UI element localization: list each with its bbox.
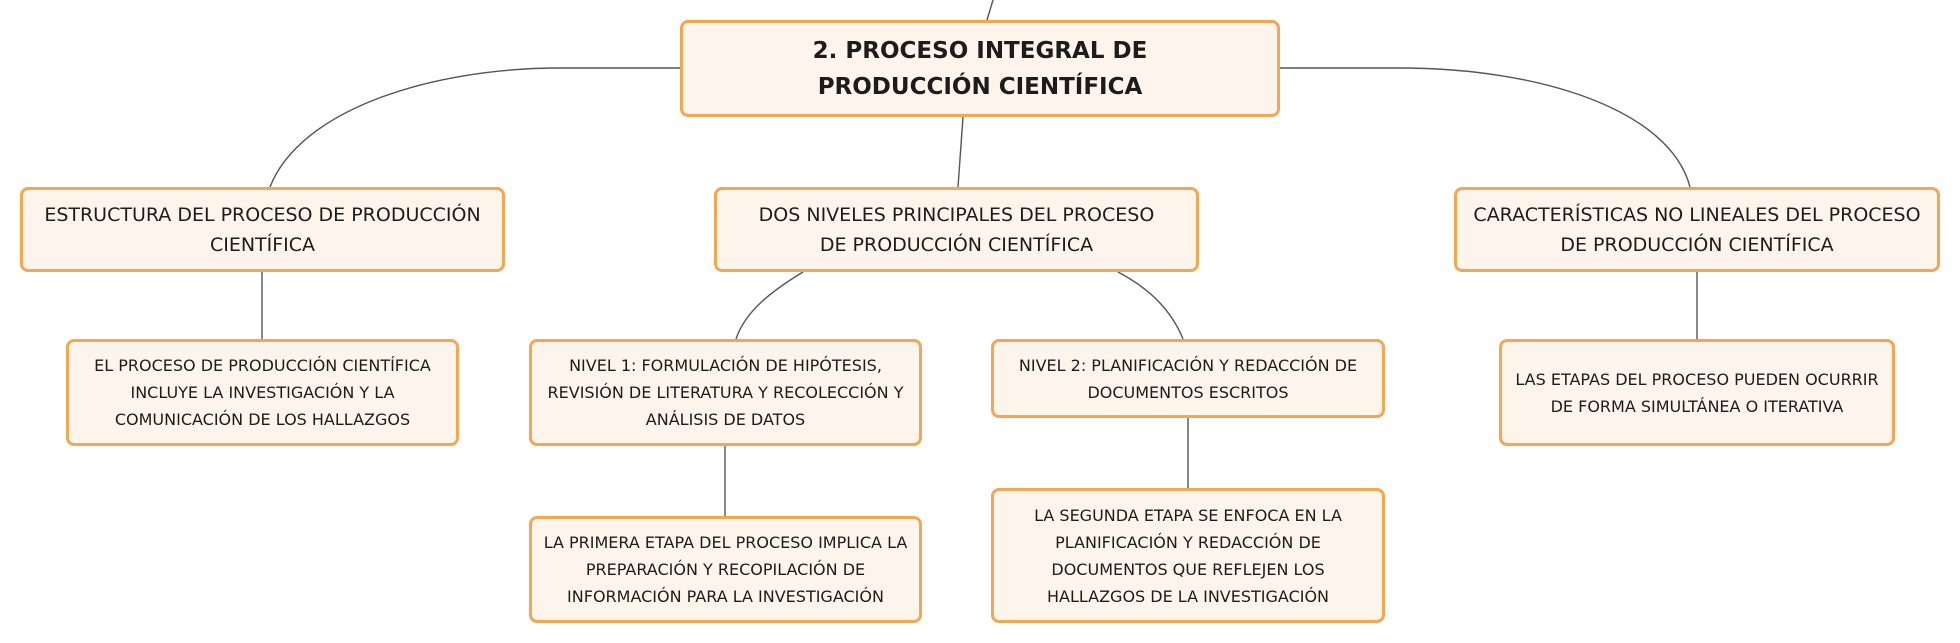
- subtopic-nivel-2[interactable]: NIVEL 2: PLANIFICACIÓN Y REDACCIÓN DE DO…: [991, 339, 1385, 418]
- connector-root-to-estructura: [269, 67, 680, 188]
- subtopic-segunda-etapa[interactable]: LA SEGUNDA ETAPA SE ENFOCA EN LA PLANIFI…: [991, 488, 1385, 623]
- subtopic-proceso-incluye[interactable]: EL PROCESO DE PRODUCCIÓN CIENTÍFICA INCL…: [66, 339, 459, 446]
- topic-dos-niveles[interactable]: DOS NIVELES PRINCIPALES DEL PROCESO DE P…: [714, 187, 1199, 272]
- subtopic-nivel-1-label: NIVEL 1: FORMULACIÓN DE HIPÓTESIS, REVIS…: [547, 356, 904, 429]
- subtopic-primera-etapa[interactable]: LA PRIMERA ETAPA DEL PROCESO IMPLICA LA …: [529, 516, 922, 623]
- root-topic-label: 2. PROCESO INTEGRAL DE PRODUCCIÓN CIENTÍ…: [812, 37, 1148, 100]
- topic-caracteristicas[interactable]: CARACTERÍSTICAS NO LINEALES DEL PROCESO …: [1454, 187, 1940, 272]
- subtopic-primera-etapa-label: LA PRIMERA ETAPA DEL PROCESO IMPLICA LA …: [543, 533, 908, 606]
- connector-niveles-to-nivel1: [735, 271, 804, 340]
- subtopic-etapas-simultaneas[interactable]: LAS ETAPAS DEL PROCESO PUEDEN OCURRIR DE…: [1499, 339, 1895, 446]
- subtopic-nivel-2-label: NIVEL 2: PLANIFICACIÓN Y REDACCIÓN DE DO…: [1018, 355, 1358, 402]
- subtopic-nivel-1[interactable]: NIVEL 1: FORMULACIÓN DE HIPÓTESIS, REVIS…: [529, 339, 922, 446]
- subtopic-proceso-incluye-label: EL PROCESO DE PRODUCCIÓN CIENTÍFICA INCL…: [94, 356, 431, 429]
- root-topic[interactable]: 2. PROCESO INTEGRAL DE PRODUCCIÓN CIENTÍ…: [680, 20, 1280, 117]
- topic-caracteristicas-label: CARACTERÍSTICAS NO LINEALES DEL PROCESO …: [1473, 203, 1921, 256]
- connector-root-incoming: [986, 0, 994, 21]
- subtopic-etapas-simultaneas-label: LAS ETAPAS DEL PROCESO PUEDEN OCURRIR DE…: [1515, 369, 1879, 416]
- topic-estructura-label: ESTRUCTURA DEL PROCESO DE PRODUCCIÓN CIE…: [44, 203, 481, 256]
- topic-dos-niveles-label: DOS NIVELES PRINCIPALES DEL PROCESO DE P…: [758, 203, 1155, 256]
- connector-root-to-caracteristicas: [1280, 67, 1691, 188]
- connector-niveles-to-nivel2: [1117, 271, 1184, 340]
- topic-estructura[interactable]: ESTRUCTURA DEL PROCESO DE PRODUCCIÓN CIE…: [20, 187, 505, 272]
- subtopic-segunda-etapa-label: LA SEGUNDA ETAPA SE ENFOCA EN LA PLANIFI…: [1034, 505, 1342, 606]
- connector-root-to-niveles: [957, 116, 964, 188]
